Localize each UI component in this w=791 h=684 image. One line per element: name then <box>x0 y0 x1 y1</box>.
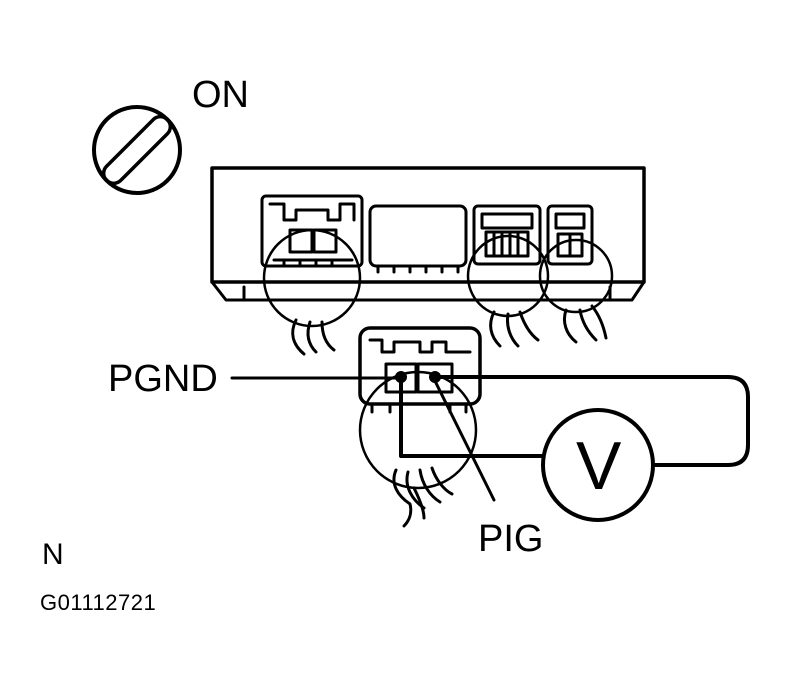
voltmeter-label: V <box>576 428 622 504</box>
test-connector <box>358 326 482 414</box>
ignition-switch-icon <box>92 105 182 195</box>
ecu-harness-2 <box>466 234 550 348</box>
test-connector-harness <box>358 370 478 528</box>
ecu-harness-3 <box>538 238 614 344</box>
ecu-connector-4 <box>546 204 594 266</box>
voltmeter-lead-pgnd <box>399 375 545 458</box>
ecu-harness-1 <box>262 228 362 356</box>
voltmeter-lead-pig <box>433 375 750 467</box>
figure-code: G01112721 <box>40 590 157 615</box>
ecu-connector-1 <box>260 194 364 268</box>
pgnd-label: PGND <box>108 358 218 400</box>
ignition-on-label: ON <box>192 74 249 116</box>
pig-label: PIG <box>478 518 544 560</box>
ecu-connector-2 <box>368 204 468 274</box>
corner-letter: N <box>42 538 64 571</box>
pig-leader-line <box>433 379 496 502</box>
